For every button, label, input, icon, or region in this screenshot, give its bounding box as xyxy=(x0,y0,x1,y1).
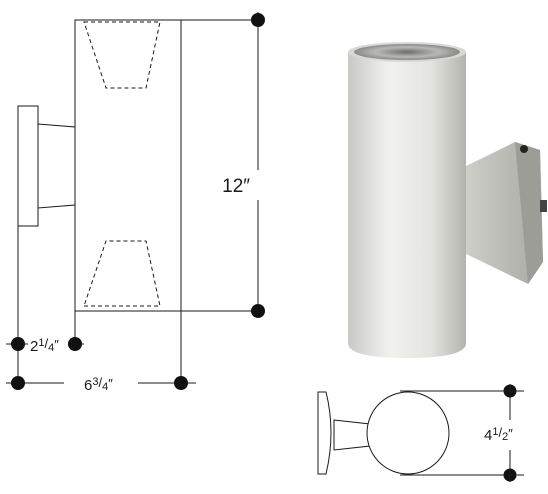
mount-neck xyxy=(37,123,76,209)
photo-cylinder xyxy=(348,52,466,358)
dimension-dot xyxy=(251,304,265,318)
top-view-drawing xyxy=(317,384,524,482)
photo-reflector xyxy=(354,44,460,60)
diameter-label: 41/2″ xyxy=(484,425,513,444)
dimension-dot xyxy=(11,376,25,390)
dimension-dot xyxy=(251,13,265,27)
dimension-dot xyxy=(174,376,188,390)
height-label: 12″ xyxy=(222,176,250,197)
depth-label: 21/4″ xyxy=(30,336,59,355)
photo-bracket-screw xyxy=(520,145,528,153)
wall-plate xyxy=(17,105,39,227)
dimension-dots xyxy=(11,13,517,482)
photo-bracket-fastener xyxy=(540,200,547,212)
product-photo xyxy=(348,42,547,358)
dimension-dot xyxy=(68,337,82,351)
width-label: 63/4″ xyxy=(84,375,113,394)
photo-bracket-side xyxy=(515,142,543,284)
top-view-cylinder xyxy=(366,391,450,475)
dimension-dot xyxy=(11,337,25,351)
cylinder-body xyxy=(74,19,182,312)
top-reflector-outline xyxy=(83,21,161,89)
side-elevation-drawing xyxy=(6,12,262,390)
top-view-wall-plate xyxy=(317,391,332,475)
bottom-reflector-outline xyxy=(83,240,161,307)
top-view-neck xyxy=(333,419,371,451)
